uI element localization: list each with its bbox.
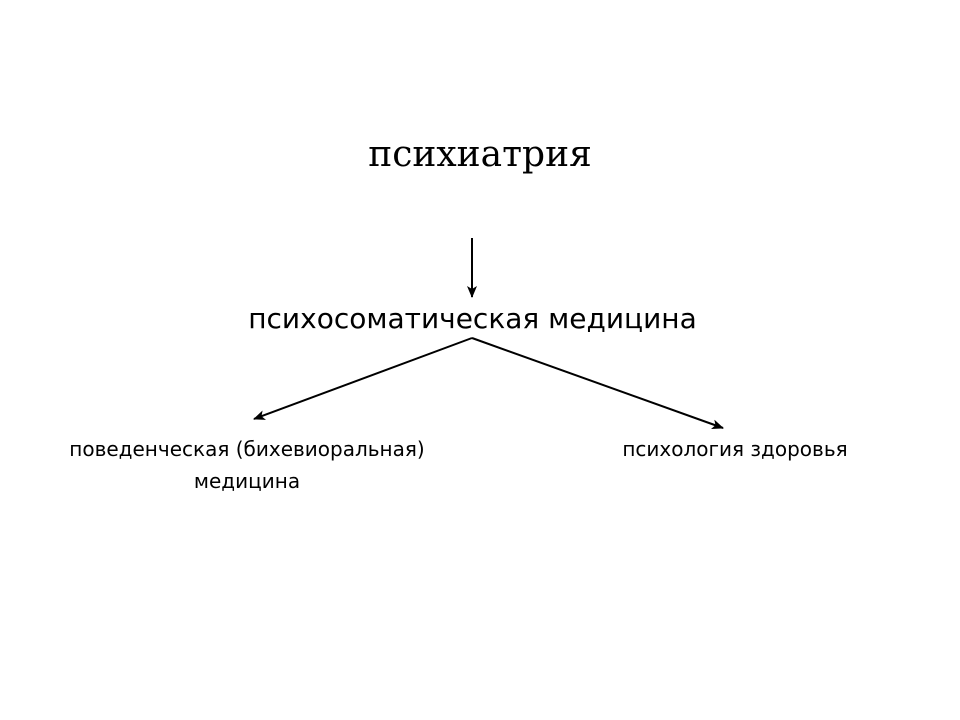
arrow-middle-to-right: [471, 337, 724, 429]
arrow-middle-to-left: [253, 337, 473, 420]
node-psychosomatic-medicine: психосоматическая медицина: [248, 302, 697, 335]
node-behavioral-medicine-line1: поведенческая (бихевиоральная): [69, 437, 425, 461]
node-health-psychology: психология здоровья: [622, 437, 848, 461]
node-behavioral-medicine-line2: медицина: [193, 469, 301, 493]
node-psychiatry: психиатрия: [368, 134, 592, 175]
node-behavioral-medicine: поведенческая (бихевиоральная) медицина: [30, 433, 464, 497]
